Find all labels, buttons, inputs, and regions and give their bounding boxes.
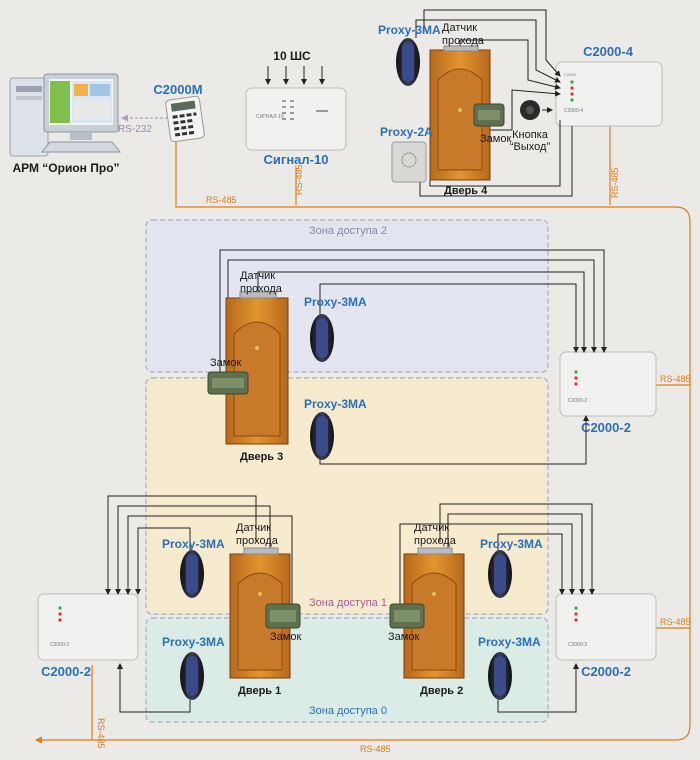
reader-3ma-door2-outer-label: Proxy-3MA xyxy=(480,537,543,551)
lock-2-label: Замок xyxy=(388,631,419,643)
signal10-input-arrows xyxy=(265,66,325,85)
zone-0: Зона доступа 0 xyxy=(145,617,549,723)
rs485-label-right-lower: RS-485 xyxy=(660,617,691,627)
lock-4 xyxy=(473,103,505,127)
door-1-label: Дверь 1 xyxy=(238,685,281,697)
c2000-2-panel-text-3: С2000-2 xyxy=(568,642,587,648)
sensor-2-line1: Датчик xyxy=(414,522,449,534)
c2000-2-panel-text-1: С2000-2 xyxy=(568,398,587,404)
workstation-label: АРМ “Орион Про” xyxy=(12,161,119,175)
reader-3ma-door4 xyxy=(396,38,420,86)
reader-3ma-door2-outer xyxy=(488,550,512,598)
lock-4-label: Замок xyxy=(480,133,511,145)
zone-1-label: Зона доступа 1 xyxy=(309,597,387,609)
c2000-2-controller-zone2: С2000-2 xyxy=(559,351,657,417)
pass-sensor-4 xyxy=(443,45,479,52)
sensor-4-line1: Датчик xyxy=(442,22,477,34)
lock-3 xyxy=(207,371,249,395)
zone-2-label: Зона доступа 2 xyxy=(309,225,387,237)
reader-3ma-door2-inner xyxy=(488,652,512,700)
svg-text:С2000: С2000 xyxy=(564,72,577,77)
rs232-label: RS-232 xyxy=(118,124,152,135)
sensor-2-line2: прохода xyxy=(414,535,457,547)
rs485-label-right-upper: RS-485 xyxy=(660,374,691,384)
reader-3ma-door4-label: Proxy-3MA xyxy=(378,23,441,37)
door-4 xyxy=(429,49,491,181)
sensor-1-line2: прохода xyxy=(236,535,279,547)
lock-3-label: Замок xyxy=(210,357,241,369)
reader-3ma-door1-inner-label: Proxy-3MA xyxy=(162,635,225,649)
c2000-2-label-2: С2000-2 xyxy=(41,664,91,679)
reader-2a-label: Proxy-2A xyxy=(380,125,433,139)
door-4-label: Дверь 4 xyxy=(444,185,488,197)
signal10-device: СИГНАЛ-10 xyxy=(245,87,347,151)
door-2-label: Дверь 2 xyxy=(420,685,463,697)
c2000-4-controller: С2000 С2000-4 xyxy=(555,61,663,127)
rs485-label-c2000-4: RS-485 xyxy=(610,167,620,198)
reader-3ma-door1-outer xyxy=(180,550,204,598)
reader-3ma-door1-inner xyxy=(180,652,204,700)
reader-3ma-door3-inner xyxy=(310,412,334,460)
workstation-pc xyxy=(9,73,122,157)
wiring xyxy=(105,9,607,713)
reader-3ma-door1-outer-label: Proxy-3MA xyxy=(162,537,225,551)
c2000m-label: С2000М xyxy=(153,82,202,97)
c2000m-console xyxy=(165,95,205,143)
reader-3ma-door3-inner-label: Proxy-3MA xyxy=(304,397,367,411)
exit-button-line1: Кнопка xyxy=(512,129,549,141)
pass-sensor-1 xyxy=(243,547,279,555)
reader-3ma-door2-inner-label: Proxy-3MA xyxy=(478,635,541,649)
c2000-2-controller-right: С2000-2 xyxy=(555,593,657,661)
rs485-label-top: RS-485 xyxy=(206,195,237,205)
rs485-label-left: RS-485 xyxy=(96,718,106,749)
signal10-panel-text: СИГНАЛ-10 xyxy=(256,114,284,120)
signal10-label: Сигнал-10 xyxy=(264,152,329,167)
sensor-4-line2: прохода xyxy=(442,35,485,47)
pass-sensor-2 xyxy=(417,547,453,555)
c2000-2-panel-text-2: С2000-2 xyxy=(50,642,69,648)
reader-3ma-door3-outer-label: Proxy-3MA xyxy=(304,295,367,309)
reader-2a-door4 xyxy=(391,141,427,183)
lock-1-label: Замок xyxy=(270,631,301,643)
pass-sensor-3 xyxy=(239,291,277,299)
c2000-2-controller-left: С2000-2 xyxy=(37,593,139,661)
rs485-bus xyxy=(34,126,691,744)
lock-1 xyxy=(265,603,301,629)
exit-button-line2: “Выход” xyxy=(510,141,551,153)
rs485-label-signal: RS-485 xyxy=(294,164,304,195)
door-3-label: Дверь 3 xyxy=(240,451,283,463)
rs485-label-bottom: RS-485 xyxy=(360,744,391,754)
signal10-inputs-label: 10 ШС xyxy=(273,49,311,63)
zone-0-label: Зона доступа 0 xyxy=(309,705,387,717)
c2000-4-panel-text: С2000-4 xyxy=(564,108,583,114)
sensor-1-line1: Датчик xyxy=(236,522,271,534)
c2000-2-label-3: С2000-2 xyxy=(581,664,631,679)
exit-button-4 xyxy=(520,100,540,120)
lock-2 xyxy=(389,603,425,629)
c2000-4-label: С2000-4 xyxy=(583,44,634,59)
c2000-2-label-1: С2000-2 xyxy=(581,420,631,435)
door-3 xyxy=(225,297,289,445)
reader-3ma-door3-outer xyxy=(310,314,334,362)
sensor-3-line1: Датчик xyxy=(240,270,275,282)
sensor-3-line2: прохода xyxy=(240,283,283,295)
